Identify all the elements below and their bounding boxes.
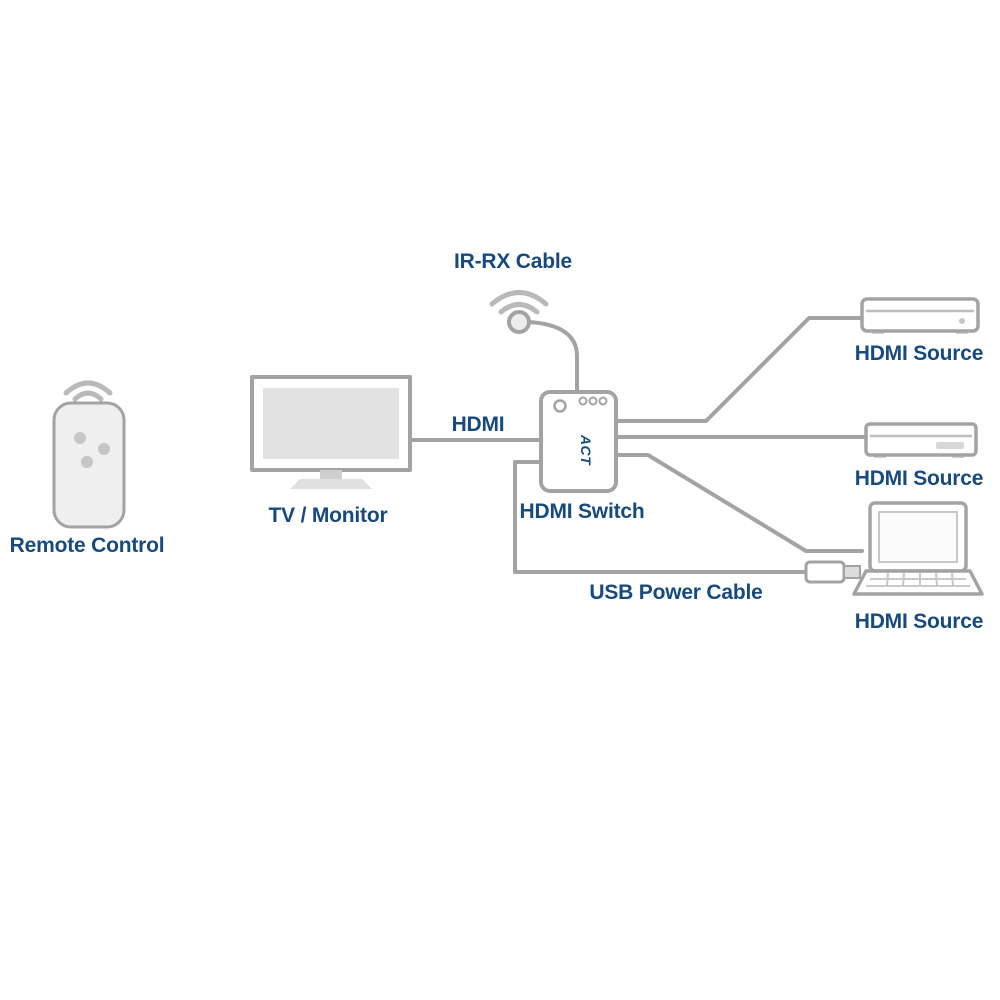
remote-control-label: Remote Control bbox=[9, 534, 165, 557]
act-brand-logo: ACT bbox=[578, 434, 594, 466]
ir-signal-waves-icon bbox=[489, 290, 549, 307]
source3-cable-line bbox=[614, 453, 864, 553]
remote-control-icon bbox=[52, 380, 126, 529]
tv-monitor-icon bbox=[250, 375, 412, 489]
ir-signal-waves-icon bbox=[498, 302, 540, 315]
laptop-icon bbox=[852, 501, 984, 596]
usb-cable-line bbox=[513, 460, 808, 574]
usb-plug-icon bbox=[804, 560, 861, 584]
cables bbox=[408, 316, 868, 574]
hdmi-switch-icon bbox=[539, 390, 618, 493]
ir-cable-line bbox=[527, 320, 579, 394]
hdmi-source-2-icon bbox=[864, 422, 978, 458]
hdmi-source-3-label: HDMI Source bbox=[854, 610, 984, 633]
hdmi-source-1-label: HDMI Source bbox=[854, 342, 984, 365]
source1-cable-line bbox=[614, 316, 864, 423]
ir-signal-waves-icon bbox=[63, 380, 113, 396]
usb-power-cable-label: USB Power Cable bbox=[589, 581, 763, 604]
ir-rx-cable-label: IR-RX Cable bbox=[454, 250, 572, 273]
hdmi-switch-label: HDMI Switch bbox=[519, 500, 645, 523]
ir-receiver-icon bbox=[489, 290, 549, 334]
tv-monitor-label: TV / Monitor bbox=[268, 504, 388, 527]
ir-signal-waves-icon bbox=[72, 390, 104, 402]
hdmi-source-1-icon bbox=[860, 297, 980, 334]
hdmi-cable-label: HDMI bbox=[451, 413, 505, 436]
hdmi-source-2-label: HDMI Source bbox=[854, 467, 984, 490]
